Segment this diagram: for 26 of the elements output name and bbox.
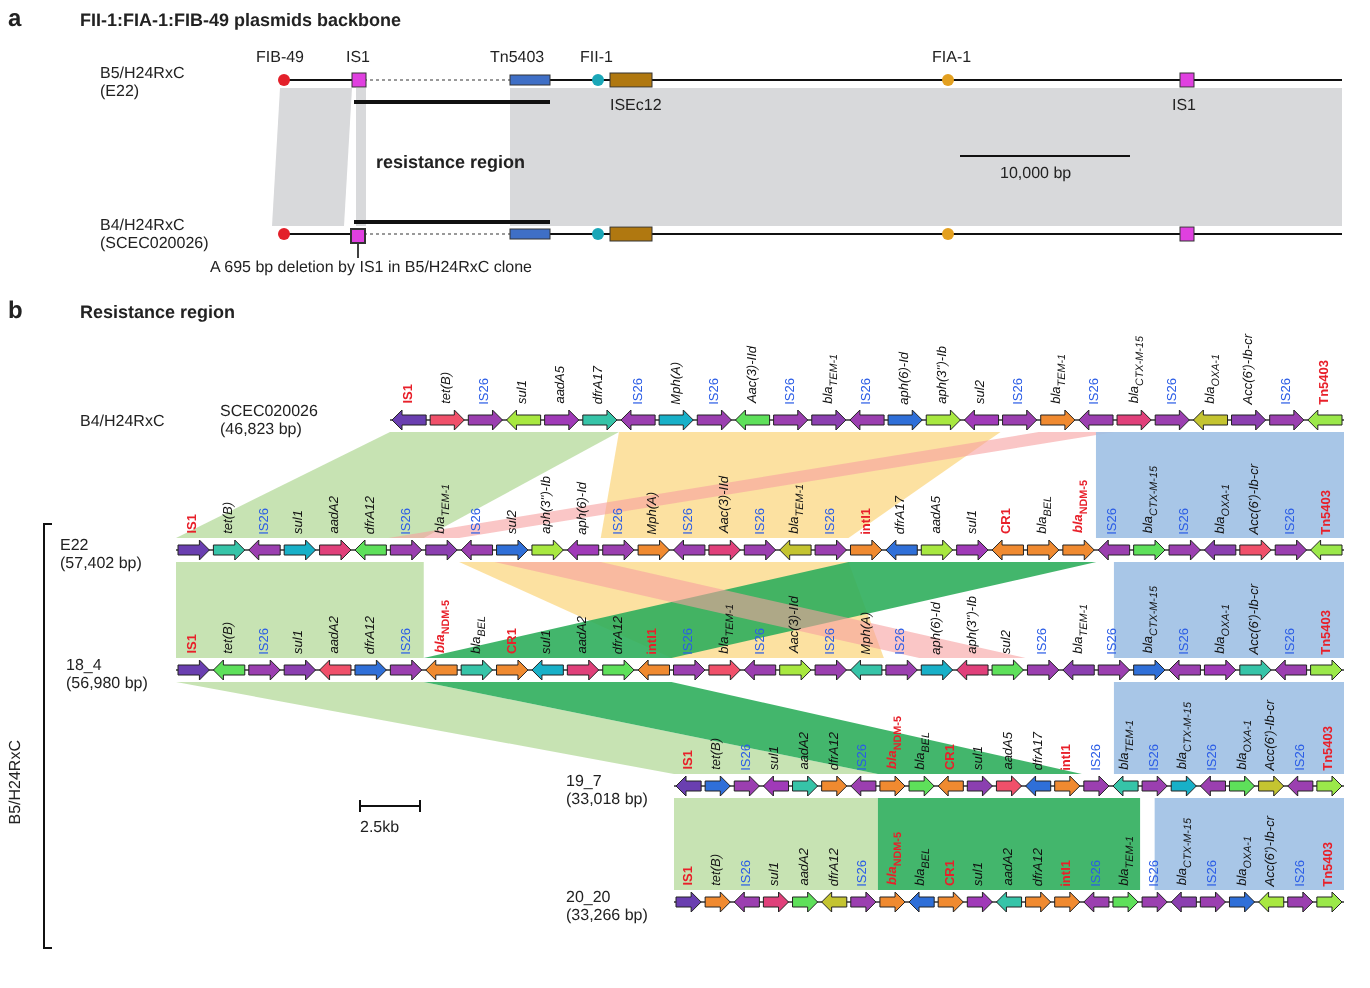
- replicon-label: FII-1: [580, 48, 613, 66]
- annotation-text: A 695 bp deletion by IS1 in B5/H24RxC clone: [210, 258, 532, 276]
- plasmid-name: 18_4 (56,980 bp): [66, 656, 150, 692]
- region-label: resistance region: [376, 152, 526, 174]
- plasmid-name: 20_20 (33,266 bp): [566, 888, 650, 924]
- panel-heading: FII-1:FIA-1:FIB-49 plasmids backbone: [80, 10, 402, 32]
- plasmid-name: 19_7 (33,018 bp): [566, 772, 650, 808]
- scale-label: 2.5kb: [360, 818, 400, 836]
- plasmid-name: B4/H24RxC: [80, 412, 165, 430]
- plasmid-name: SCEC020026 (46,823 bp): [220, 402, 320, 438]
- group-label: B5/H24RxC: [6, 740, 24, 825]
- is-element-label: IS1: [346, 48, 371, 66]
- plasmid-name: B5/H24RxC (E22): [100, 64, 187, 100]
- scale-label: 10,000 bp: [1000, 164, 1072, 182]
- replicon-label: FIA-1: [932, 48, 972, 66]
- panel-letter: b: [8, 296, 23, 324]
- is-element-label: ISEc12: [610, 96, 662, 114]
- is-element-label: IS1: [1172, 96, 1197, 114]
- replicon-label: FIB-49: [256, 48, 305, 66]
- plasmid-name: B4/H24RxC (SCEC020026): [100, 216, 211, 252]
- plasmid-name: E22 (57,402 bp): [60, 536, 144, 572]
- panel-letter: a: [8, 4, 22, 32]
- transposon-label: Tn5403: [490, 48, 545, 66]
- panel-heading: Resistance region: [80, 302, 236, 324]
- leader-line: [357, 243, 359, 259]
- is-element-marker: [349, 227, 365, 243]
